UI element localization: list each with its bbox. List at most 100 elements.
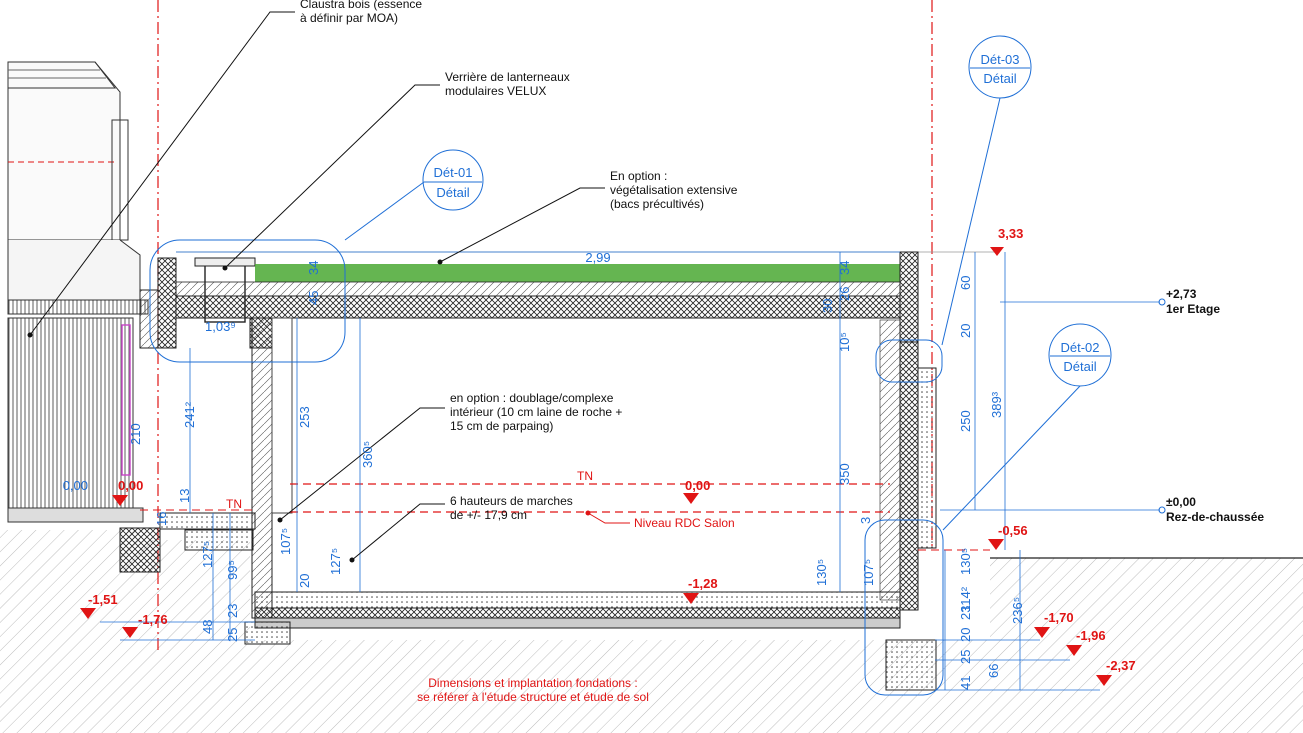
dim-20a: 20 (958, 324, 973, 338)
dim-000blue: 0,00 (63, 478, 88, 493)
claustra-label-2: à définir par MOA) (300, 11, 398, 25)
dim-30: 30 (820, 299, 835, 313)
dim-48: 48 (200, 620, 215, 634)
level-marker-333 (990, 247, 1004, 256)
dim-2412: 241² (182, 401, 197, 428)
dim-1075a: 107⁵ (278, 528, 293, 555)
right-parapet (899, 251, 919, 343)
marches-label-1: 6 hauteurs de marches (450, 494, 573, 508)
dim-210: 210 (128, 423, 143, 445)
level-marker-128 (683, 593, 699, 604)
dim-0399: 1,03⁹ (205, 319, 236, 334)
level-marker-151 (80, 608, 96, 619)
level-128: -1,28 (688, 576, 718, 591)
tn-label-1: TN (577, 469, 593, 483)
level-marker-237 (1096, 675, 1112, 686)
level-marker-000a (112, 495, 128, 506)
etage-name: 1er Etage (1166, 302, 1220, 316)
doublage-label-3: 15 cm de parpaing) (450, 419, 553, 433)
doublage-label-1: en option : doublage/complexe (450, 391, 614, 405)
dim-299: 2,99 (585, 250, 610, 265)
dim-350: 350 (837, 463, 852, 485)
level-176: -1,76 (138, 612, 168, 627)
dim-66: 66 (986, 664, 1001, 678)
dim-1305b: 130⁵ (958, 548, 973, 575)
verriere-label-2: modulaires VELUX (445, 84, 546, 98)
dim-1142: 114² (958, 586, 973, 612)
level-000a: 0,00 (118, 478, 143, 493)
dim-25a: 25 (225, 628, 240, 642)
det01-title: Dét-01 (433, 165, 472, 180)
option-label-3: (bacs précultivés) (610, 197, 704, 211)
det03-sub: Détail (983, 71, 1016, 86)
dim-3: 3 (858, 517, 873, 524)
dim-3605: 360⁵ (360, 441, 375, 468)
dim-2365: 236⁵ (1010, 597, 1025, 624)
level-056: -0,56 (998, 523, 1028, 538)
doublage-label-2: intérieur (10 cm laine de roche + (450, 405, 622, 419)
det02-bubble (942, 323, 1112, 531)
level-000b: 0,00 (685, 478, 710, 493)
level-marker-000b (683, 493, 699, 504)
level-333: 3,33 (998, 226, 1023, 241)
basement-slab (254, 591, 901, 609)
det02-sub: Détail (1063, 359, 1096, 374)
det02-title: Dét-02 (1060, 340, 1099, 355)
fondations-label-1: Dimensions et implantation fondations : (428, 676, 637, 690)
dim-1275a: 127⁵ (200, 541, 215, 568)
green-roof (255, 264, 900, 282)
option-label-2: végétalisation extensive (610, 183, 738, 197)
det02-zone (864, 519, 944, 696)
roof-insulation (175, 281, 901, 297)
dim-13: 13 (177, 489, 192, 503)
dim-105: 10⁵ (837, 332, 852, 352)
dim-253: 253 (297, 406, 312, 428)
level-marker-056 (988, 539, 1004, 550)
dim-20c: 20 (958, 628, 973, 642)
level-237: -2,37 (1106, 658, 1136, 673)
option-label-1: En option : (610, 169, 667, 183)
etage-value: +2,73 (1166, 287, 1197, 301)
det03-zone (875, 339, 943, 383)
dim-1075b: 107⁵ (861, 559, 876, 586)
dim-1275b: 127⁵ (328, 548, 343, 575)
dim-23b: 23 (958, 606, 973, 620)
dim-34b: 34 (837, 261, 852, 275)
dim-34a: 34 (306, 261, 321, 275)
verriere-label-1: Verrière de lanterneaux (445, 70, 570, 84)
dim-26: 26 (837, 287, 852, 301)
det03-bubble (941, 35, 1032, 346)
ground-fill-right (990, 558, 1303, 640)
dim-20b: 20 (297, 574, 312, 588)
inner-wall-left (251, 317, 273, 619)
ground-fill-main (140, 540, 1303, 733)
dim-3893: 389³ (989, 391, 1004, 418)
niveau-rdc-label: Niveau RDC Salon (634, 516, 735, 530)
marches-label-2: de +/- 17,9 cm (450, 508, 527, 522)
level-marker-176 (122, 627, 138, 638)
dim-60: 60 (958, 276, 973, 290)
tn-label-2: TN (226, 497, 242, 511)
dim-23a: 23 (225, 604, 240, 618)
roof-slab (175, 295, 901, 319)
level-marker-170 (1034, 627, 1050, 638)
rdc-name: Rez-de-chaussée (1166, 510, 1264, 524)
level-marker-196 (1066, 645, 1082, 656)
level-151: -1,51 (88, 592, 118, 607)
ground-fill (0, 530, 140, 733)
fondations-label-2: se référer à l'étude structure et étude … (417, 690, 649, 704)
det03-title: Dét-03 (980, 52, 1019, 67)
dim-41: 41 (958, 676, 973, 690)
det01-sub: Détail (436, 185, 469, 200)
level-170: -1,70 (1044, 610, 1074, 625)
dim-16: 16 (154, 512, 169, 526)
claustra-label-1: Claustra bois (essence (300, 0, 422, 11)
dim-25b: 25 (958, 650, 973, 664)
dim-1305a: 130⁵ (814, 559, 829, 586)
left-wall-insul (139, 289, 159, 349)
det01-zone (149, 239, 346, 363)
det01-bubble (344, 149, 484, 241)
dim-45: 45 (306, 291, 321, 305)
left-parapet (157, 257, 177, 349)
